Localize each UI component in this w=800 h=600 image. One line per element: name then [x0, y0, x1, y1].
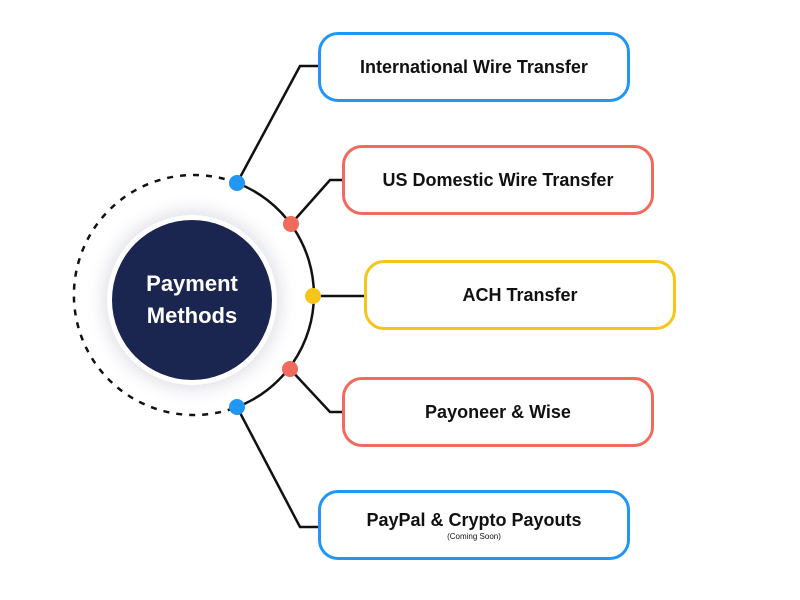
method-box-international-wire: International Wire Transfer	[318, 32, 630, 102]
payment-methods-hub: Payment Methods	[112, 220, 272, 380]
method-box-payoneer-wise: Payoneer & Wise	[342, 377, 654, 447]
connector-dot-international-wire	[229, 175, 245, 191]
method-label: US Domestic Wire Transfer	[382, 169, 614, 190]
method-box-paypal-crypto: PayPal & Crypto Payouts (Coming Soon)	[318, 490, 630, 560]
connector-line-payoneer-wise	[289, 368, 342, 414]
method-label: Payoneer & Wise	[425, 401, 571, 422]
method-box-us-domestic-wire: US Domestic Wire Transfer	[342, 145, 654, 215]
connector-line-us-domestic-wire	[290, 178, 342, 225]
dashed-ring-arc	[72, 173, 238, 417]
connector-dot-paypal-crypto	[229, 399, 245, 415]
method-label: PayPal & Crypto Payouts	[366, 509, 582, 530]
coming-soon-note: (Coming Soon)	[447, 531, 501, 541]
connector-dot-ach	[305, 288, 321, 304]
connector-line-international-wire	[235, 64, 318, 184]
hub-title-line-2: Methods	[146, 303, 238, 328]
method-label: ACH Transfer	[462, 284, 578, 305]
method-box-ach: ACH Transfer	[364, 260, 676, 330]
connector-dot-payoneer-wise	[282, 361, 298, 377]
hub-title-line-1: Payment	[146, 271, 238, 296]
connector-line-paypal-crypto	[235, 406, 318, 529]
connector-dot-us-domestic-wire	[283, 216, 299, 232]
method-label: International Wire Transfer	[360, 56, 588, 77]
